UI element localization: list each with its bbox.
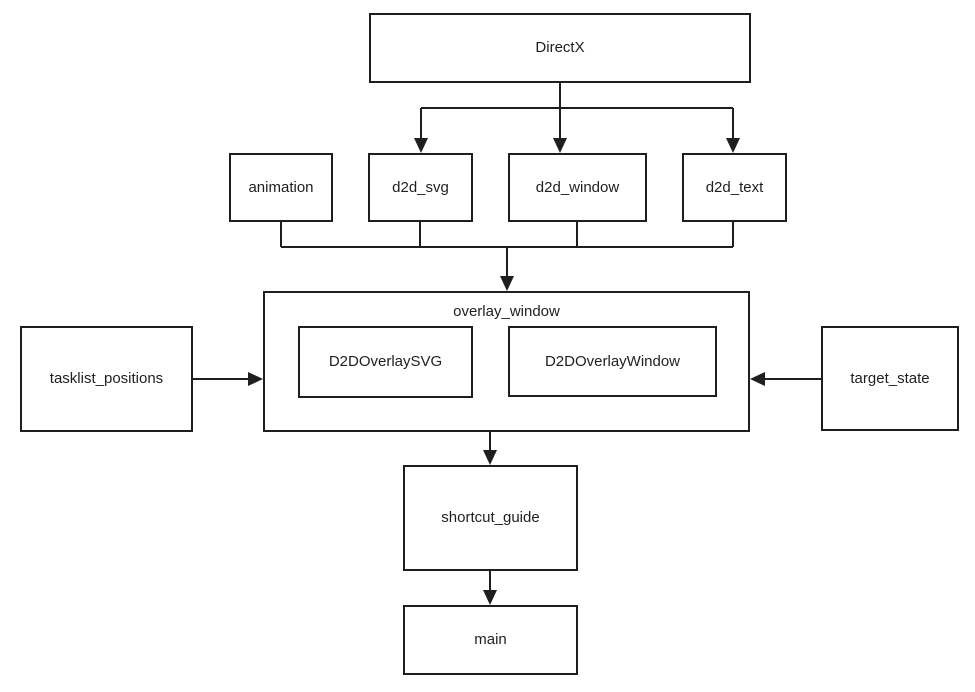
node-directx-label: DirectX: [535, 39, 585, 56]
arrowhead-to-main: [483, 590, 497, 605]
arrowhead-to-d2d-window: [553, 138, 567, 153]
node-directx: DirectX: [369, 13, 751, 83]
node-d2d-overlay-window: D2DOverlayWindow: [508, 326, 717, 397]
edge-directx-branch: [414, 83, 740, 153]
node-animation-label: animation: [248, 178, 314, 196]
node-main: main: [403, 605, 578, 675]
node-shortcut-guide: shortcut_guide: [403, 465, 578, 571]
node-d2d-svg: d2d_svg: [368, 153, 473, 222]
node-d2d-text-label: d2d_text: [705, 178, 764, 196]
edge-overlay-to-shortcut: [483, 432, 497, 465]
node-d2d-overlay-window-label: D2DOverlayWindow: [544, 352, 681, 370]
node-tasklist-positions-label: tasklist_positions: [49, 370, 164, 387]
edge-target-to-overlay: [750, 372, 821, 386]
node-d2d-window-label: d2d_window: [535, 178, 620, 196]
arrowhead-from-tasklist: [248, 372, 263, 386]
arrowhead-to-shortcut-guide: [483, 450, 497, 465]
node-main-label: main: [474, 631, 507, 648]
arrowhead-to-d2d-text: [726, 138, 740, 153]
edge-shortcut-to-main: [483, 571, 497, 605]
node-d2d-overlay-svg: D2DOverlaySVG: [298, 326, 473, 398]
node-tasklist-positions: tasklist_positions: [20, 326, 193, 432]
node-overlay-window-label: overlay_window: [453, 303, 560, 320]
node-target-state: target_state: [821, 326, 959, 431]
arrowhead-from-target-state: [750, 372, 765, 386]
node-animation: animation: [229, 153, 333, 222]
node-d2d-svg-label: d2d_svg: [392, 178, 449, 196]
node-target-state-label: target_state: [850, 369, 930, 387]
node-d2d-window: d2d_window: [508, 153, 647, 222]
edge-tasklist-to-overlay: [193, 372, 263, 386]
arrowhead-to-overlay-window: [500, 276, 514, 291]
node-shortcut-guide-label: shortcut_guide: [441, 509, 540, 526]
arrowhead-to-d2d-svg: [414, 138, 428, 153]
node-d2d-overlay-svg-label: D2DOverlaySVG: [328, 353, 443, 370]
edge-bus-to-overlay: [280, 222, 734, 291]
node-d2d-text: d2d_text: [682, 153, 787, 222]
